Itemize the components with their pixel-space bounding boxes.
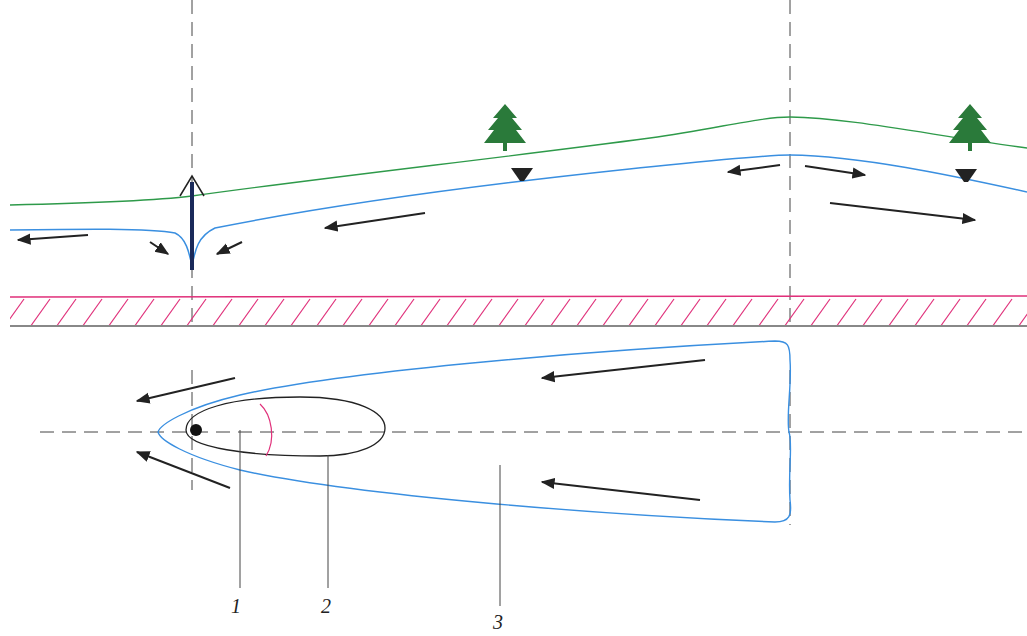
protection-zone-outline <box>186 397 385 456</box>
water-table <box>10 155 1027 266</box>
capture-zone-outline <box>158 341 791 522</box>
well-symbol <box>180 176 204 270</box>
section-lines <box>40 0 1027 525</box>
leader-line <box>240 430 500 606</box>
tree-symbol <box>484 104 991 151</box>
well-dot <box>190 424 202 436</box>
callout-number: 3 <box>493 612 503 632</box>
flow-arrow <box>137 360 705 500</box>
ground-surface <box>10 117 1027 205</box>
callout-number: 2 <box>321 596 331 616</box>
flow-arrow <box>18 165 975 254</box>
zone-boundary <box>260 404 272 456</box>
impermeable-layer <box>10 296 1027 326</box>
callout-number: 1 <box>231 596 241 616</box>
